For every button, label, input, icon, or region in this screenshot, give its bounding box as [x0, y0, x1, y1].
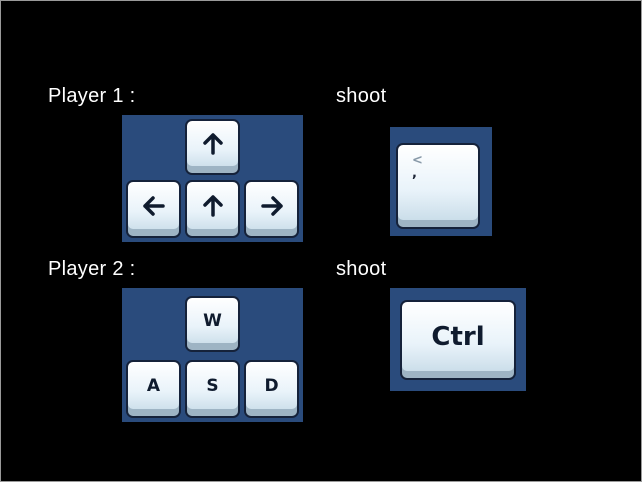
key-ctrl: Ctrl: [400, 300, 516, 380]
key-top-char: <: [412, 153, 423, 168]
key-s: S: [185, 360, 240, 418]
key-right: [244, 180, 299, 238]
key-w-label: W: [203, 311, 222, 331]
left-arrow-icon: [142, 196, 165, 216]
key-left: [126, 180, 181, 238]
key-d: D: [244, 360, 299, 418]
player2-shoot-label: shoot: [336, 258, 387, 280]
key-w: W: [185, 296, 240, 352]
player2-shoot-key-panel: Ctrl: [390, 288, 526, 391]
key-ctrl-label: Ctrl: [431, 322, 485, 352]
player1-shoot-key-panel: < ,: [390, 127, 492, 236]
key-a-label: A: [146, 376, 161, 396]
key-comma-shoot: < ,: [396, 143, 480, 229]
up-arrow-icon: [202, 133, 223, 155]
key-a: A: [126, 360, 181, 418]
up-arrow-icon: [202, 195, 223, 217]
player1-shoot-label: shoot: [336, 85, 387, 107]
player2-label: Player 2 :: [48, 258, 136, 280]
player1-label: Player 1 :: [48, 85, 136, 107]
player2-movement-keys: W A S D: [122, 288, 303, 422]
key-up: [185, 180, 240, 238]
player1-movement-keys: [122, 115, 303, 242]
key-s-label: S: [206, 376, 219, 396]
key-up-top: [185, 119, 240, 175]
key-d-label: D: [264, 376, 279, 396]
right-arrow-icon: [260, 196, 283, 216]
key-bottom-char: ,: [412, 166, 417, 181]
